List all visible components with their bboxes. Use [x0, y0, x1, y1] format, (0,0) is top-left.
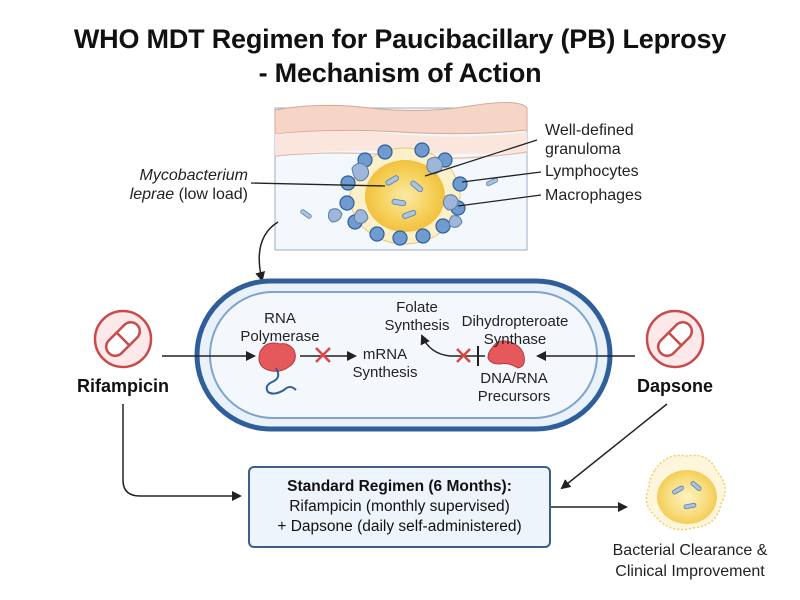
granuloma-label: Well-defined granuloma	[545, 121, 634, 159]
rifampicin-label: Rifampicin	[76, 376, 169, 396]
regimen-dapsone: + Dapsone (daily self-administered)	[277, 518, 522, 535]
rna-polymerase-line-2: Polymerase	[240, 328, 320, 345]
pathogen-species: leprae	[129, 186, 175, 203]
bacterium-cell	[194, 278, 613, 432]
rifampicin-to-regimen-arrow	[122, 404, 242, 501]
macrophages-label: Macrophages	[545, 187, 642, 204]
title-line-1: WHO MDT Regimen for Paucibacillary (PB) …	[73, 24, 727, 54]
regimen-box: Standard Regimen (6 Months): Rifampicin …	[248, 466, 551, 548]
rna-polymerase-label: RNA Polymerase	[235, 310, 325, 346]
dapsone-pill-icon	[645, 309, 705, 369]
cleared-granuloma-icon	[645, 454, 726, 531]
title-line-2: - Mechanism of Action	[258, 58, 542, 88]
rifampicin-inhibition-x-icon	[315, 347, 331, 363]
mrna-line-1: mRNA	[362, 346, 408, 363]
regimen-title: Standard Regimen (6 Months):	[287, 478, 512, 495]
folate-synthesis-label: Folate Synthesis	[382, 299, 452, 335]
folate-line-2: Synthesis	[384, 317, 450, 334]
page-title: WHO MDT Regimen for Paucibacillary (PB) …	[0, 22, 800, 90]
granuloma-label-line-2: granuloma	[545, 141, 621, 158]
dapsone-to-regimen-arrow	[560, 403, 668, 490]
outcome-label: Bacterial Clearance & Clinical Improveme…	[585, 540, 795, 582]
lymphocytes-label: Lymphocytes	[545, 163, 639, 180]
label-leader-lines	[250, 139, 542, 207]
pathogen-genus: Mycobacterium	[139, 167, 248, 184]
dhps-to-folate-arrow	[420, 334, 485, 357]
dhps-label: Dihydropteroate Synthase	[452, 313, 578, 349]
dhps-line-1: Dihydropteroate	[461, 313, 569, 330]
dapsone-label: Dapsone	[636, 376, 714, 396]
tissue-to-bacterium-arrow	[255, 221, 279, 282]
dapsone-inhibition-x-icon	[456, 348, 471, 363]
rifampicin-pill-icon	[93, 309, 153, 369]
granuloma	[349, 147, 461, 245]
regimen-rifampicin: Rifampicin (monthly supervised)	[289, 498, 510, 515]
macrophage-cells	[327, 156, 463, 228]
pathogen-load: (low load)	[178, 186, 248, 203]
mrna-line-2: Synthesis	[352, 364, 418, 381]
outcome-line-1: Bacterial Clearance &	[612, 542, 768, 559]
skin-tissue-panel	[274, 102, 528, 251]
precursors-line-1: DNA/RNA	[480, 370, 548, 387]
granuloma-label-line-1: Well-defined	[545, 122, 634, 139]
rna-polymerase-line-1: RNA	[264, 310, 296, 327]
pathogen-label: Mycobacterium leprae (low load)	[118, 166, 248, 204]
precursors-label: DNA/RNA Precursors	[466, 370, 562, 406]
precursors-line-2: Precursors	[477, 388, 551, 405]
folate-line-1: Folate	[396, 299, 438, 316]
mrna-synthesis-label: mRNA Synthesis	[345, 346, 425, 382]
dhps-line-2: Synthase	[483, 331, 547, 348]
dhps-enzyme	[487, 340, 525, 369]
outcome-line-2: Clinical Improvement	[615, 563, 765, 580]
rna-polymerase-enzyme	[258, 342, 297, 395]
